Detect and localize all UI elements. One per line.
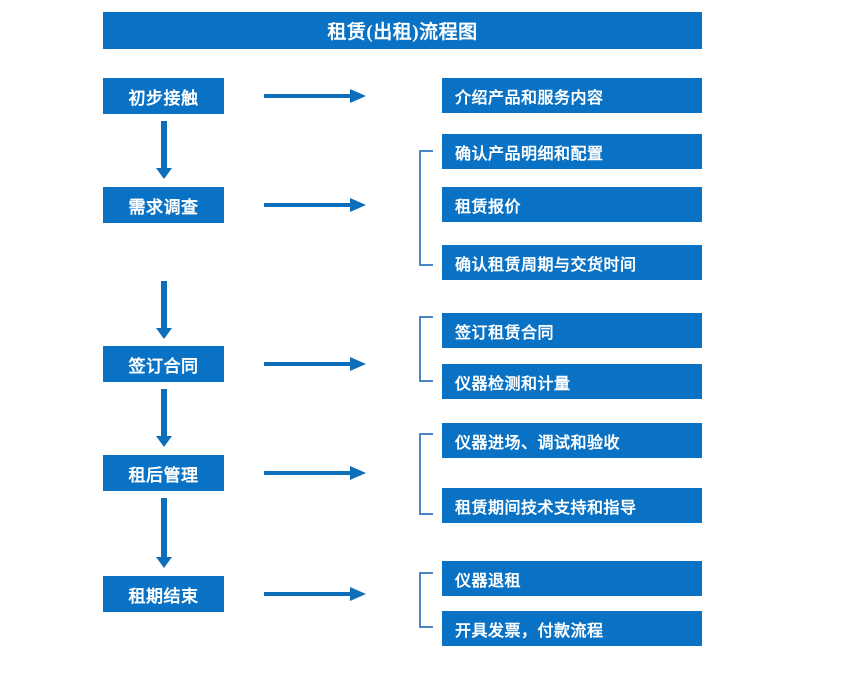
arrow-head-icon [156, 328, 172, 339]
detail-box-9[interactable]: 仪器退租 [442, 561, 702, 596]
horizontal-arrow-stage1 [264, 89, 366, 103]
stage-box-4[interactable]: 租后管理 [103, 455, 224, 491]
arrow-head-icon [156, 168, 172, 179]
arrow-head-icon [350, 89, 366, 103]
stage-box-3[interactable]: 签订合同 [103, 346, 224, 382]
vertical-arrow-stage4-stage5 [156, 498, 172, 568]
detail-box-1[interactable]: 介绍产品和服务内容 [442, 78, 702, 113]
vertical-arrow-stage3-stage4 [156, 389, 172, 447]
stage-box-1[interactable]: 初步接触 [103, 78, 224, 114]
arrow-shaft [264, 203, 352, 207]
arrow-shaft [161, 281, 167, 328]
page-title: 租赁(出租)流程图 [103, 12, 702, 49]
group-bracket-2 [419, 150, 433, 266]
arrow-head-icon [156, 557, 172, 568]
arrow-shaft [264, 592, 352, 596]
horizontal-arrow-stage5 [264, 587, 366, 601]
detail-box-4[interactable]: 确认租赁周期与交货时间 [442, 245, 702, 280]
detail-box-3[interactable]: 租赁报价 [442, 187, 702, 222]
horizontal-arrow-stage3 [264, 357, 366, 371]
arrow-shaft [264, 362, 352, 366]
stage-box-2[interactable]: 需求调查 [103, 187, 224, 223]
arrow-shaft [161, 498, 167, 557]
arrow-head-icon [350, 466, 366, 480]
group-bracket-3 [419, 316, 433, 382]
horizontal-arrow-stage4 [264, 466, 366, 480]
detail-box-7[interactable]: 仪器进场、调试和验收 [442, 423, 702, 458]
arrow-shaft [264, 94, 352, 98]
arrow-head-icon [350, 357, 366, 371]
vertical-arrow-stage1-stage2 [156, 121, 172, 179]
detail-box-5[interactable]: 签订租赁合同 [442, 313, 702, 348]
arrow-shaft [161, 121, 167, 168]
detail-box-10[interactable]: 开具发票，付款流程 [442, 611, 702, 646]
group-bracket-5 [419, 572, 433, 628]
group-bracket-4 [419, 433, 433, 515]
arrow-head-icon [350, 198, 366, 212]
vertical-arrow-stage2-stage3 [156, 281, 172, 339]
stage-box-5[interactable]: 租期结束 [103, 576, 224, 612]
detail-box-8[interactable]: 租赁期间技术支持和指导 [442, 488, 702, 523]
detail-box-6[interactable]: 仪器检测和计量 [442, 364, 702, 399]
detail-box-2[interactable]: 确认产品明细和配置 [442, 134, 702, 169]
horizontal-arrow-stage2 [264, 198, 366, 212]
arrow-head-icon [156, 436, 172, 447]
arrow-head-icon [350, 587, 366, 601]
arrow-shaft [161, 389, 167, 436]
arrow-shaft [264, 471, 352, 475]
